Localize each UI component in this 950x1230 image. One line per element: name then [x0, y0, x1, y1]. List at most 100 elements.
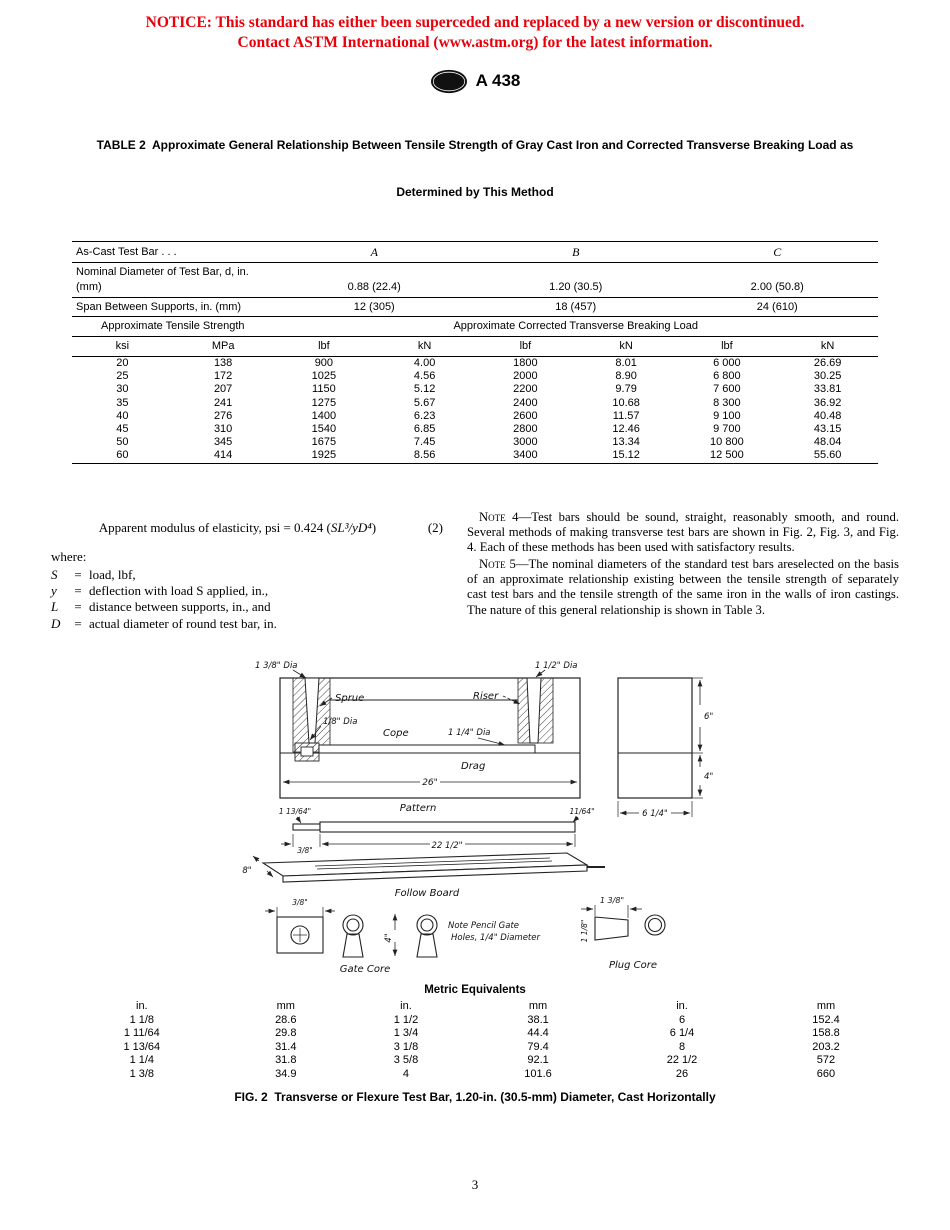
table-cell: 6 1/4 — [669, 1027, 695, 1039]
pencil-gate-note-line1: Note Pencil Gate — [448, 921, 519, 931]
table-cell: 2200 — [513, 383, 538, 396]
table-cell: 5.67 — [413, 396, 436, 409]
table-cell: 55.60 — [813, 449, 842, 462]
riser-diameter-dim: 1 1/2" Dia — [535, 661, 578, 671]
as-cast-label: As-Cast Test Bar . . . — [72, 240, 274, 263]
table-cell: 2000 — [513, 370, 538, 383]
table-cell: 6 000 — [713, 357, 741, 370]
pattern-end-small-dim: 11/64" — [569, 807, 594, 816]
table-cell: 20 — [116, 357, 129, 370]
table-cell: 9 100 — [713, 409, 741, 422]
definition-variable: L — [51, 599, 59, 615]
unit-header: lbf — [273, 336, 375, 358]
table-cell: 22 1/2 — [666, 1054, 698, 1066]
table-cell: 10 800 — [710, 436, 744, 449]
table-cell: 276 — [213, 409, 233, 422]
table2-title-line2: Determined by This Method — [396, 184, 554, 199]
table-cell: 1 1/8 — [129, 1013, 155, 1026]
table-row-as-cast: As-Cast Test Bar . . . A B C — [72, 240, 878, 263]
table-cell: 15.12 — [612, 449, 640, 462]
gate-core-label: Gate Core — [340, 964, 391, 975]
table-cell: 26 — [675, 1067, 689, 1080]
table-cell: 4.56 — [413, 370, 436, 383]
table2-head: As-Cast Test Bar . . . A B C Nominal Dia… — [72, 240, 878, 358]
table-cell: 3400 — [513, 449, 538, 462]
table-cell: 12 500 — [710, 449, 744, 462]
table-cell: 13.34 — [612, 436, 640, 449]
astm-logo-icon: ASTM — [430, 69, 467, 93]
board-width-dim: 8" — [242, 866, 251, 876]
table-row-nominal-diameter: Nominal Diameter of Test Bar, d, in. (mm… — [72, 262, 878, 298]
unit-header: lbf — [475, 336, 576, 358]
table-cell: 60 — [116, 449, 129, 462]
definition-text: actual diameter of round test bar, in. — [89, 615, 277, 631]
core-height-dim: 4" — [384, 933, 394, 942]
equation-body: Apparent modulus of elasticity, psi = 0.… — [51, 520, 424, 536]
gate-core-width-dim: 3/8" — [292, 898, 308, 907]
note-5: Note 5—The nominal diameters of the stan… — [467, 557, 899, 618]
notice-line-2: Contact ASTM International (www.astm.org… — [237, 34, 713, 52]
table-cell: 345 — [213, 436, 233, 449]
plug-core-label: Plug Core — [609, 960, 657, 971]
table-cell: 26.69 — [813, 357, 842, 370]
pencil-gate-note-line2: Holes, 1/4" Diameter — [451, 933, 540, 943]
note-4-label: Note 4— — [479, 509, 532, 524]
table-cell: 11.57 — [612, 409, 640, 422]
bar-b-label: B — [475, 240, 677, 263]
unit-header: ksi — [72, 336, 173, 358]
table-cell: 12.46 — [612, 423, 640, 436]
table-cell: 2400 — [513, 396, 538, 409]
span-value-c: 24 (610) — [676, 297, 878, 318]
table-cell: 1 11/64 — [123, 1027, 160, 1039]
bar-c-label: C — [676, 240, 878, 263]
figure-2-drawing: 1 3/8" Dia 1 1/2" Dia Sprue Riser 1/8" D… — [0, 655, 950, 980]
table-cell: 44.4 — [527, 1027, 549, 1039]
discontinuation-notice: NOTICE: This standard has either been su… — [0, 0, 950, 54]
table-cell: 31.8 — [275, 1054, 297, 1066]
table-cell: 79.4 — [527, 1040, 549, 1053]
two-column-text: Apparent modulus of elasticity, psi = 0.… — [51, 510, 899, 631]
definition-row: S = load, lbf, — [51, 567, 443, 582]
equals-sign: = — [74, 566, 82, 582]
table-cell: 158.8 — [812, 1027, 840, 1039]
equation-number: (2) — [427, 519, 443, 535]
table-cell: 8.01 — [615, 357, 637, 370]
modulus-equation: Apparent modulus of elasticity, psi = 0.… — [51, 520, 443, 536]
table-cell: 3 1/8 — [393, 1040, 419, 1053]
definition-text: load, lbf, — [89, 566, 136, 582]
drag-height-dim: 4" — [704, 772, 713, 782]
definition-text: deflection with load S applied, in., — [89, 583, 269, 599]
sprue-diameter-dim: 1 3/8" Dia — [255, 661, 298, 671]
table-cell: 25 — [116, 370, 129, 383]
note-5-text: The nominal diameters of the standard te… — [467, 556, 899, 617]
table-cell: 6 800 — [713, 370, 741, 383]
table-cell: 43.15 — [813, 423, 842, 436]
flask-width-dim: 6 1/4" — [642, 809, 668, 819]
mold-elevation-drawing — [279, 669, 581, 799]
table-cell: 28.6 — [275, 1013, 297, 1026]
table-cell: 50 — [116, 436, 129, 449]
riser-label: Riser — [473, 691, 499, 702]
plug-diameter-dim: 1 1/8" — [580, 920, 589, 943]
nominal-value-a: 0.88 (22.4) — [273, 262, 475, 298]
table-cell: 4.00 — [413, 357, 436, 370]
nominal-value-b: 1.20 (30.5) — [475, 262, 677, 298]
table-cell: 8 300 — [713, 396, 741, 409]
table-cell: 7 600 — [713, 383, 741, 396]
pattern-length-dim: 22 1/2" — [431, 841, 462, 851]
table-row-span: Span Between Supports, in. (mm) 12 (305)… — [72, 297, 878, 318]
table-row: in. mm in. mm in. mm — [55, 1000, 895, 1014]
drag-label: Drag — [461, 761, 485, 772]
follow-board-label: Follow Board — [395, 888, 460, 899]
unit-header: kN — [374, 336, 475, 358]
table-cell: 6 — [678, 1013, 686, 1026]
definition-row: D = actual diameter of round test bar, i… — [51, 616, 443, 631]
table-cell: 1 1/2 — [393, 1013, 419, 1026]
